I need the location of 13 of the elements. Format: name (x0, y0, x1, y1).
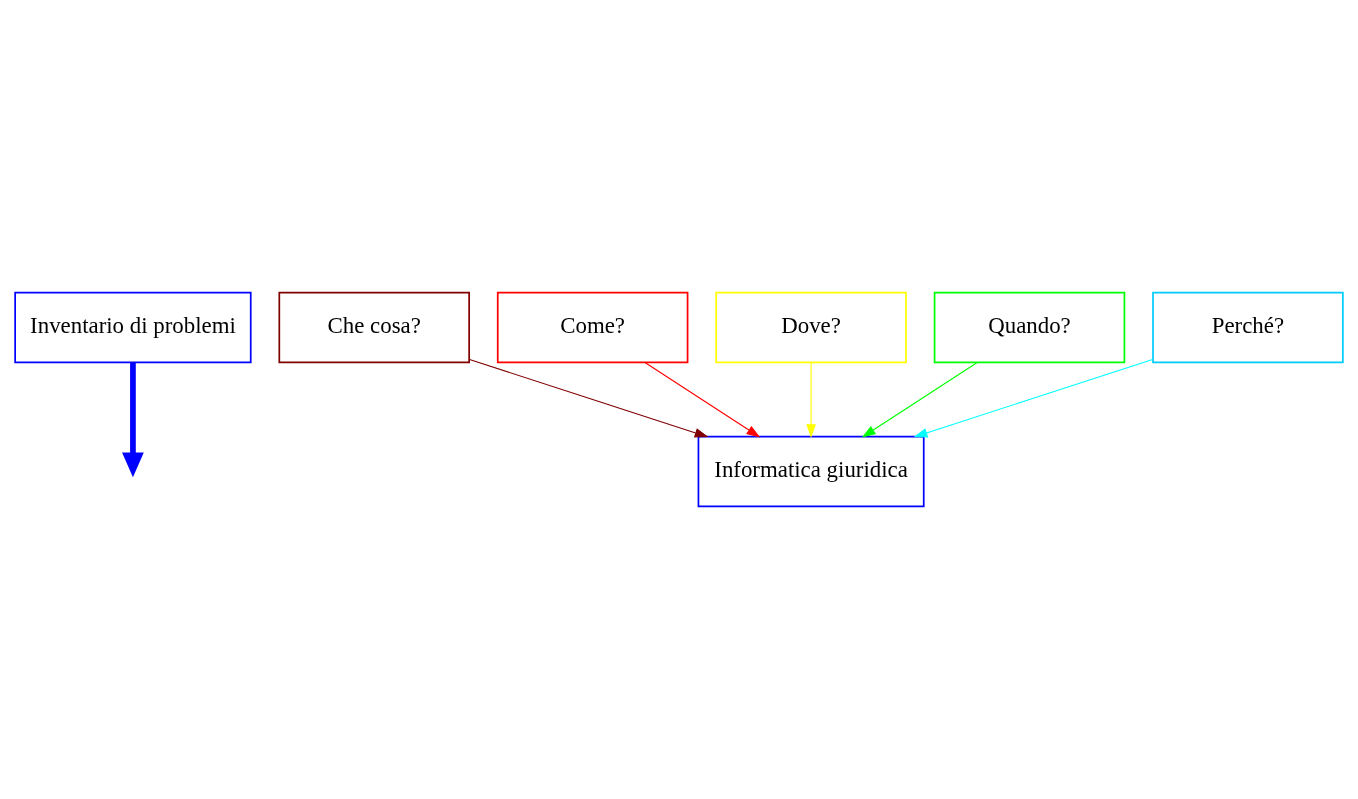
arrow (861, 362, 978, 438)
node-box: Dove? (715, 291, 907, 364)
node-box: Perché? (1152, 291, 1344, 364)
node-box: Come? (496, 291, 689, 364)
arrow (806, 362, 816, 438)
node-box: Che cosa? (278, 291, 470, 364)
arrow (913, 358, 1154, 438)
node-box: Informatica giuridica (697, 435, 925, 508)
arrow (122, 362, 144, 478)
node-box: Inventario di problemi (14, 291, 252, 364)
arrow (469, 358, 709, 438)
node-box: Quando? (933, 291, 1126, 364)
arrow (644, 362, 761, 438)
